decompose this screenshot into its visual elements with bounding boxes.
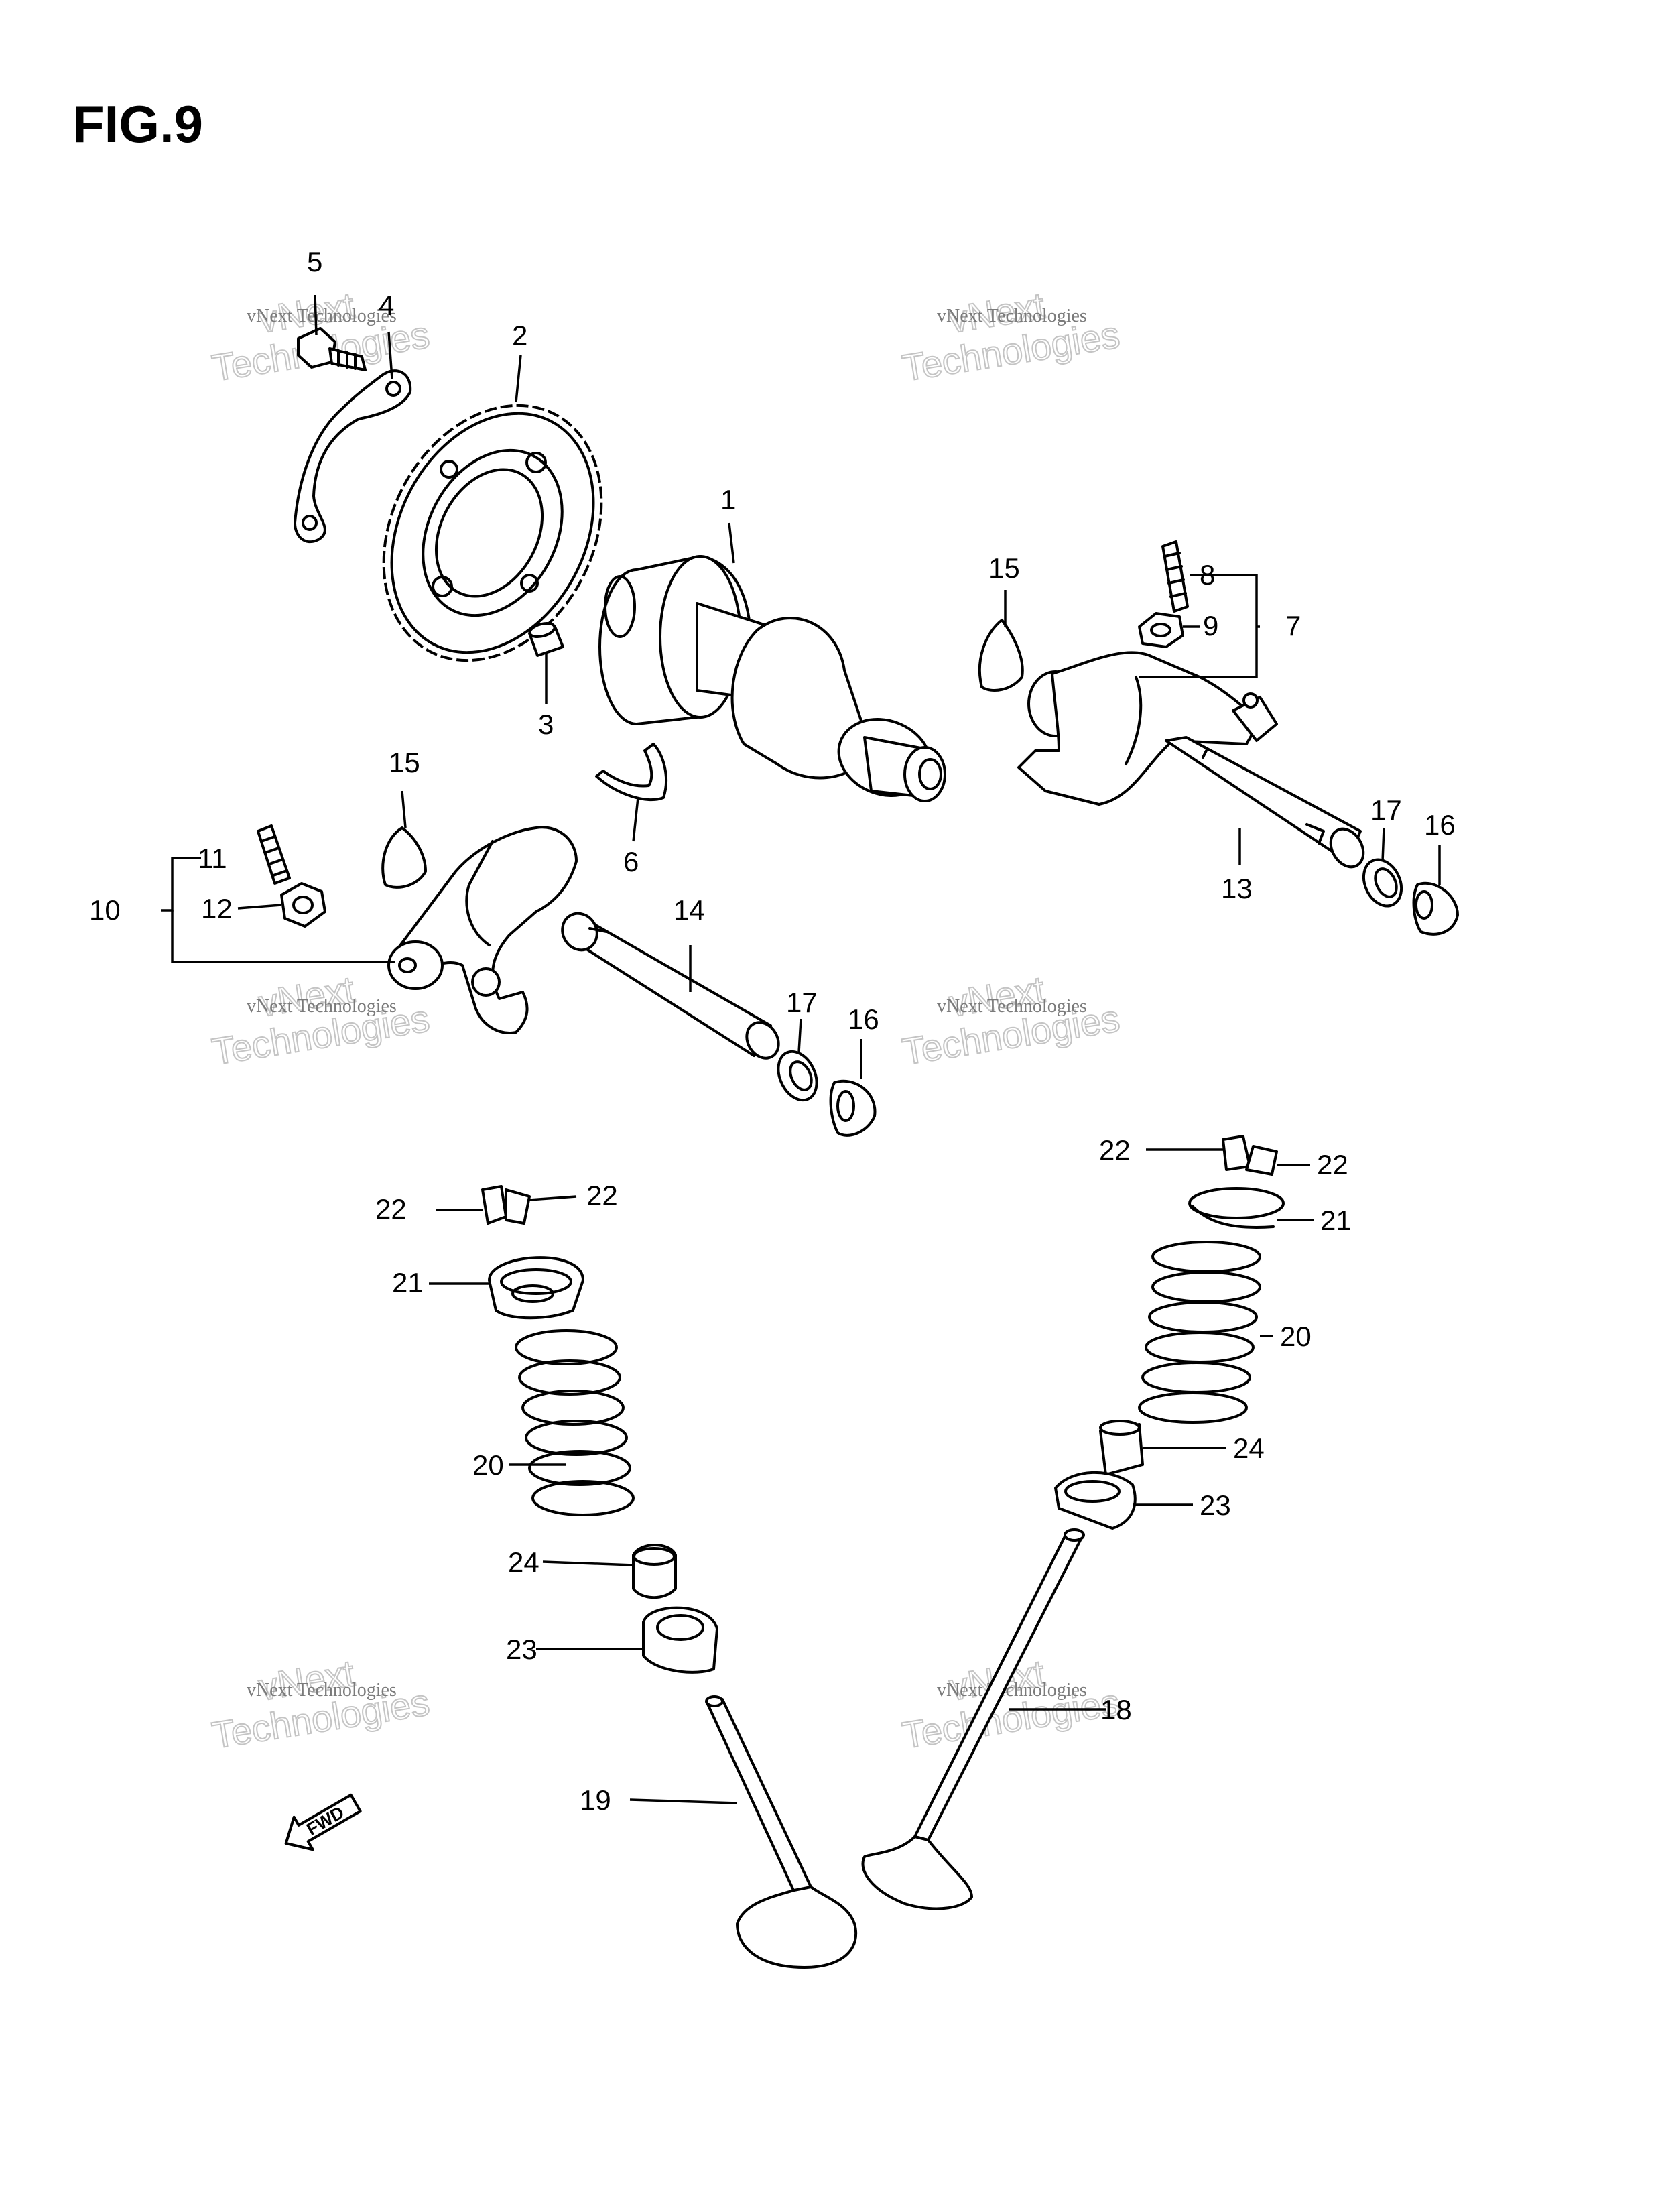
part-bolt: [297, 327, 367, 371]
callout-22: 22: [1317, 1149, 1348, 1180]
part-seal-right: [1099, 1420, 1144, 1476]
part-rocker-arm-upper: [1017, 651, 1278, 806]
callout-24: 24: [508, 1546, 539, 1578]
part-adjuster-screw-lower: [257, 824, 291, 885]
callout-13: 13: [1221, 873, 1253, 904]
part-cap-upper: [1412, 881, 1459, 936]
callout-15: 15: [988, 552, 1020, 584]
part-rocker-shaft-lower: [561, 912, 780, 1060]
callout-24: 24: [1233, 1432, 1265, 1464]
part-seat-right: [1054, 1471, 1137, 1530]
callout-22: 22: [1099, 1134, 1131, 1166]
watermark-text: vNext Technologies: [937, 996, 1087, 1017]
callout-17: 17: [786, 987, 818, 1018]
callout-16: 16: [1424, 809, 1456, 841]
watermark-text: vNext Technologies: [937, 1680, 1087, 1701]
part-intake-valve: [705, 1695, 858, 1969]
callout-18: 18: [1100, 1694, 1132, 1725]
fwd-arrow-icon: FWD: [284, 1793, 362, 1851]
callout-16: 16: [848, 1003, 879, 1035]
callout-5: 5: [307, 246, 322, 278]
part-oring-right: [978, 619, 1024, 692]
leader-lines: [161, 294, 1441, 1804]
part-nut-upper: [1138, 612, 1184, 648]
watermark-text: vNext Technologies: [937, 306, 1087, 326]
part-seal-left: [632, 1544, 677, 1599]
part-rocker-shaft-upper: [1165, 736, 1365, 869]
part-camshaft: [598, 555, 946, 802]
watermark-group: Technologies vNext vNext Technologies Te…: [208, 284, 1123, 1757]
callout-1: 1: [720, 484, 736, 515]
watermark-text: vNext Technologies: [247, 306, 397, 326]
callout-17: 17: [1370, 794, 1402, 826]
callout-4: 4: [379, 290, 394, 321]
callout-7: 7: [1285, 610, 1301, 641]
figure-title: FIG.9: [72, 95, 204, 153]
callout-14: 14: [674, 894, 705, 926]
callout-10: 10: [89, 894, 121, 926]
part-cotter-right: [1222, 1135, 1278, 1176]
callout-21: 21: [1320, 1205, 1352, 1236]
callout-8: 8: [1200, 559, 1215, 591]
callout-3: 3: [538, 709, 554, 740]
callout-23: 23: [506, 1634, 537, 1665]
callout-labels: 5 4 2 1 3 6 15 8 9 7 13 17 16 15 11 12 1…: [89, 246, 1456, 1816]
part-nut-lower: [280, 882, 326, 928]
part-lock-plate: [294, 369, 412, 544]
callout-19: 19: [580, 1784, 611, 1816]
callout-6: 6: [623, 846, 639, 877]
part-seat-left: [642, 1606, 718, 1674]
part-rocker-arm-lower: [387, 826, 578, 1034]
watermark-text: vNext Technologies: [247, 996, 397, 1017]
part-cap-lower: [829, 1079, 877, 1137]
callout-15: 15: [389, 747, 420, 778]
watermark-text: vNext Technologies: [247, 1680, 397, 1701]
part-spring-right: [1138, 1241, 1261, 1424]
part-retainer-right: [1188, 1187, 1285, 1229]
part-retainer-left: [488, 1256, 584, 1320]
callout-22: 22: [375, 1193, 407, 1225]
callout-20: 20: [472, 1449, 504, 1481]
callout-12: 12: [201, 893, 233, 924]
part-exhaust-valve: [861, 1528, 1085, 1910]
callout-22: 22: [586, 1180, 618, 1211]
part-dowel-pin: [528, 622, 564, 657]
part-washer-lower: [777, 1050, 818, 1102]
callout-23: 23: [1200, 1489, 1231, 1521]
callout-9: 9: [1203, 610, 1218, 641]
part-spring-left: [515, 1329, 635, 1516]
part-cotter-left: [481, 1185, 531, 1225]
callout-21: 21: [392, 1267, 424, 1298]
part-adjuster-screw-upper: [1161, 540, 1189, 613]
part-oring-left: [381, 826, 427, 889]
callout-2: 2: [512, 320, 527, 351]
part-sprocket: [382, 404, 603, 662]
part-washer-upper: [1362, 858, 1403, 908]
part-half-ring: [595, 743, 668, 802]
callout-20: 20: [1280, 1320, 1312, 1352]
callout-11: 11: [198, 843, 227, 874]
